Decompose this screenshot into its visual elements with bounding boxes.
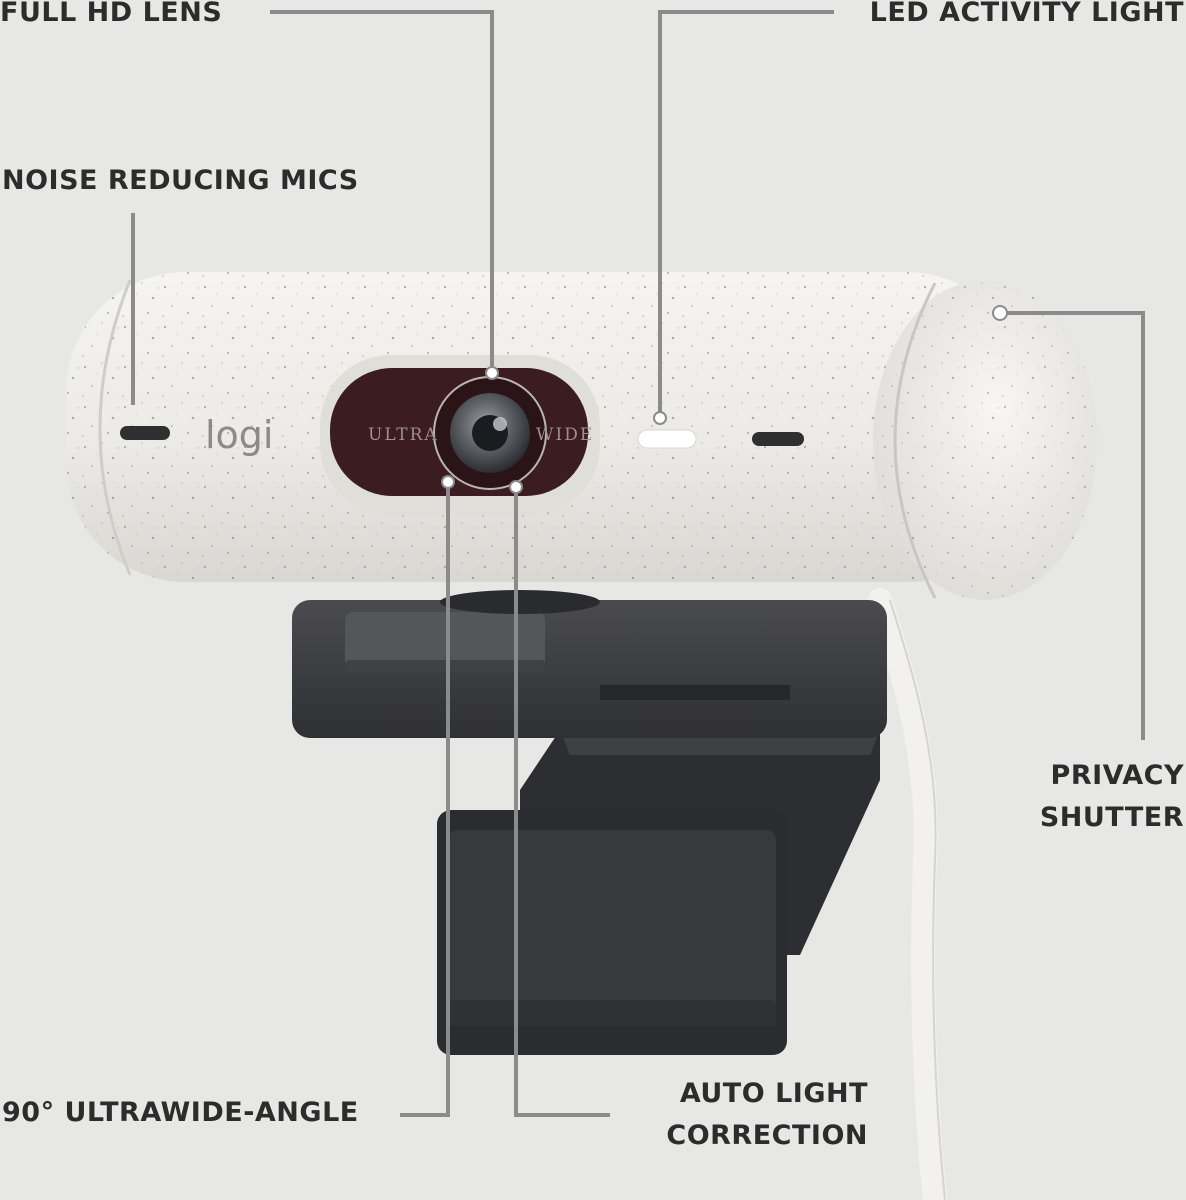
- callout-noise-reducing-mics: NOISE REDUCING MICS: [2, 165, 359, 196]
- callout-full-hd-lens: FULL HD LENS: [0, 0, 223, 28]
- callout-privacy-shutter: PRIVACY SHUTTER: [1039, 760, 1184, 833]
- lens-text-left: ULTRA: [368, 425, 439, 445]
- usb-cable: [868, 588, 947, 1200]
- mic-right: [752, 432, 804, 446]
- callout-ultrawide-angle: 90° ULTRAWIDE-ANGLE: [2, 1097, 359, 1128]
- leader-lines: [131, 10, 1145, 1117]
- led-activity-light: [637, 429, 697, 449]
- brand-logo: logi: [205, 413, 274, 457]
- callout-auto-light-correction: AUTO LIGHT CORRECTION: [666, 1078, 868, 1151]
- lens-text-right: WIDE: [536, 425, 594, 445]
- mic-left: [120, 426, 170, 440]
- callout-led-activity-light: LED ACTIVITY LIGHT: [869, 0, 1184, 28]
